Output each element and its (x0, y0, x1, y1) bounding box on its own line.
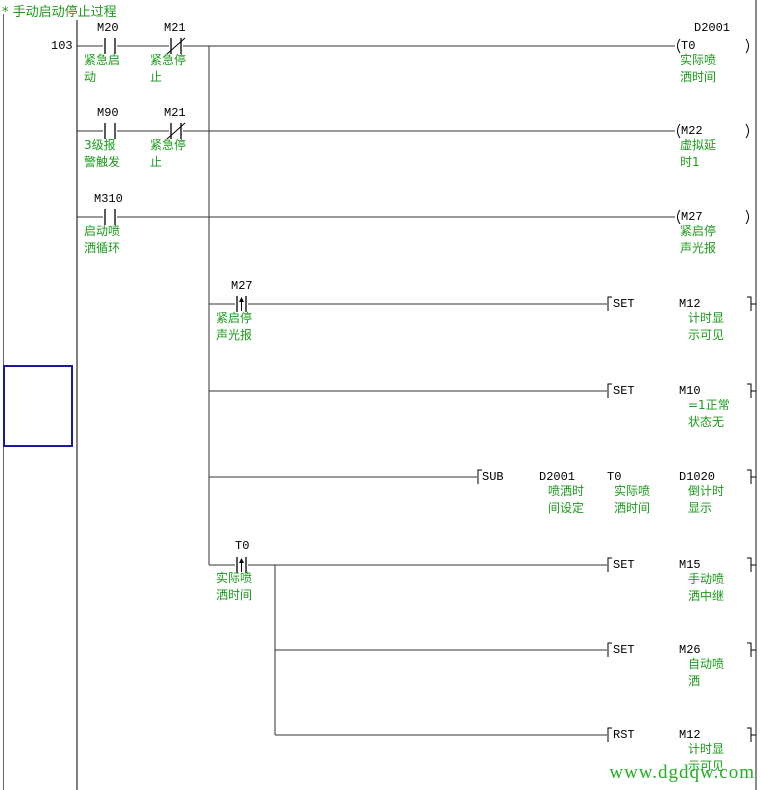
watermark: www.dgdqw.com (609, 762, 755, 783)
contact-comment: 3级报 警触发 (84, 138, 121, 169)
instruction-operand-comment: 实际喷 洒时间 (614, 484, 651, 515)
contact-m20[interactable] (104, 38, 116, 54)
contact-device-label: M27 (231, 279, 253, 293)
instruction-op: SET (613, 558, 635, 572)
branch-t0 (209, 557, 756, 742)
coil-m22[interactable] (677, 123, 749, 139)
instruction-operand-comment: 计时显 示可见 (688, 311, 725, 342)
instr-bracket-i5[interactable] (607, 642, 756, 657)
instruction-op: SET (613, 643, 635, 657)
instruction-operand-comment: 自动喷 洒 (688, 657, 725, 688)
coil-comment: 紧启停 声光报 (680, 224, 717, 255)
rung-2 (77, 122, 749, 140)
rung-1 (77, 37, 749, 55)
instruction-operand-comment: 倒计时 显示 (688, 484, 725, 515)
step-number: 103 (51, 39, 73, 53)
instr-bracket-i2[interactable] (607, 383, 756, 398)
instr-bracket-i3[interactable] (477, 469, 756, 484)
branch-sub (209, 469, 756, 484)
branch-set-m12 (209, 296, 756, 312)
coil-device-label: T0 (681, 39, 696, 53)
coil-comment: 实际喷 洒时间 (680, 53, 717, 84)
contact-device-label: M310 (94, 192, 123, 206)
coil-device-label: M27 (681, 210, 703, 224)
coil-t0[interactable] (677, 38, 749, 54)
branch-set-m10 (209, 383, 756, 398)
instruction-op: SUB (482, 470, 504, 484)
instruction-op: SET (613, 297, 635, 311)
coil-setting-label: D2001 (694, 21, 731, 35)
coil-comment: 虚拟延 时1 (680, 138, 717, 169)
contact-device-label: M21 (164, 106, 186, 120)
instruction-operand: D2001 (539, 470, 576, 484)
contact-comment: 实际喷 洒时间 (216, 571, 253, 602)
contact-device-label: M21 (164, 21, 186, 35)
instr-bracket-i1[interactable] (607, 296, 756, 311)
instruction-operand: M10 (679, 384, 701, 398)
coil-m27[interactable] (677, 209, 749, 225)
contact-device-label: M90 (97, 106, 119, 120)
coil-device-label: M22 (681, 124, 703, 138)
contact-comment: 紧急停 止 (150, 53, 187, 84)
instruction-operand: M12 (679, 728, 701, 742)
instr-bracket-i4[interactable] (607, 557, 756, 572)
instruction-operand: M26 (679, 643, 701, 657)
editor-cursor[interactable] (3, 365, 73, 447)
contact-device-label: T0 (235, 539, 250, 553)
contact-m21-nc[interactable] (166, 37, 186, 55)
instruction-operand-comment: =1正常 状态无 (688, 398, 730, 429)
instruction-operand: M12 (679, 297, 701, 311)
contact-m21-nc-2[interactable] (166, 122, 186, 140)
instruction-operand-comment: 计时显 示可见 (688, 742, 725, 773)
instruction-op: RST (613, 728, 635, 742)
contact-comment: 紧急停 止 (150, 138, 187, 169)
contact-comment: 启动喷 洒循环 (84, 224, 121, 255)
contact-m310[interactable] (104, 209, 116, 225)
contact-device-label: M20 (97, 21, 119, 35)
program-comment-title: * 手动启动停止过程 (2, 5, 117, 20)
instruction-op: SET (613, 384, 635, 398)
instr-bracket-i6[interactable] (607, 727, 756, 742)
instruction-operand: T0 (607, 470, 622, 484)
rung-3 (77, 209, 749, 225)
instruction-operand-comment: 喷洒时 间设定 (548, 484, 585, 515)
contact-comment: 紧启停 声光报 (216, 311, 253, 342)
instruction-operand: M15 (679, 558, 701, 572)
contact-m90[interactable] (104, 123, 116, 139)
contact-m27-rising[interactable] (236, 296, 247, 312)
instruction-operand-comment: 手动喷 洒中继 (688, 572, 725, 603)
instruction-operand: D1020 (679, 470, 716, 484)
contact-comment: 紧急启 动 (84, 53, 121, 84)
contact-t0-rising[interactable] (236, 557, 247, 573)
